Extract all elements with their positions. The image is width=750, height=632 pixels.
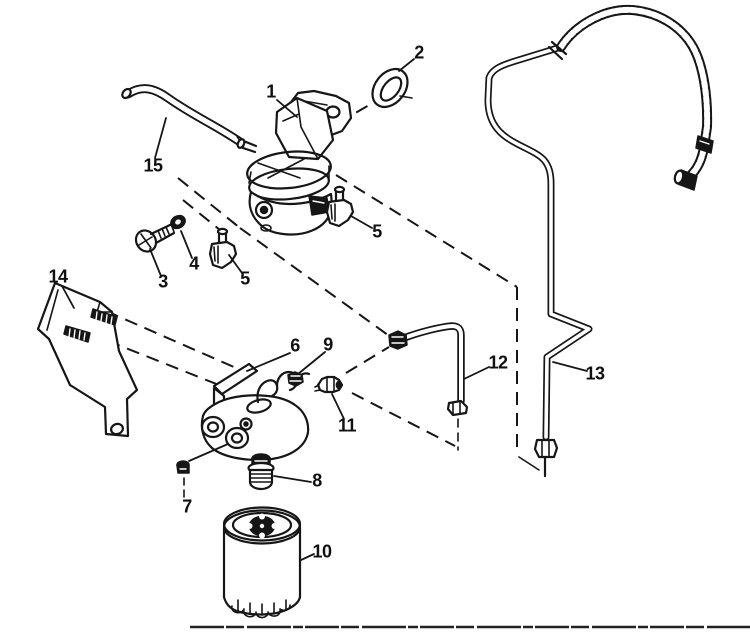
callout-9-nut: 9	[323, 334, 333, 355]
part-gasket	[371, 58, 415, 109]
part-plug	[176, 443, 229, 501]
callout-6-filter-head: 6	[290, 335, 300, 356]
callout-15-hose: 15	[143, 155, 163, 176]
callout-8-adapter: 8	[312, 470, 322, 491]
part-fuel-line-long	[484, 4, 714, 478]
part-fuel-pump	[236, 89, 353, 236]
callout-5-elbow-left: 5	[240, 268, 250, 289]
callout-12-fuel-line-short: 12	[488, 352, 508, 373]
part-filter-adapter	[247, 453, 312, 491]
part-elbow-fitting-right	[325, 185, 373, 229]
part-fuel-line-short	[388, 322, 490, 451]
callout-13-fuel-line-long: 13	[585, 363, 605, 384]
part-connector-fitting	[314, 375, 345, 420]
part-elbow-fitting-left	[208, 227, 243, 274]
callout-5-elbow-right: 5	[372, 221, 382, 242]
callout-7-plug: 7	[182, 496, 192, 517]
callout-11-connector-fitting: 11	[337, 415, 357, 436]
part-washer	[170, 214, 193, 259]
callout-1-fuel-pump: 1	[266, 81, 276, 102]
part-filter-bracket-head	[200, 352, 311, 462]
callout-14-mounting-bracket: 14	[48, 266, 68, 287]
part-mounting-bracket	[36, 281, 139, 438]
callout-2-gasket: 2	[414, 42, 424, 63]
part-fuel-filter-canister	[222, 506, 315, 619]
callout-10-filter: 10	[312, 541, 332, 562]
part-mounting-bolt	[134, 223, 176, 277]
callout-4-washer: 4	[189, 253, 199, 274]
callout-3-mounting-bolt: 3	[158, 271, 168, 292]
part-hose	[121, 84, 245, 159]
part-nut	[287, 351, 326, 387]
